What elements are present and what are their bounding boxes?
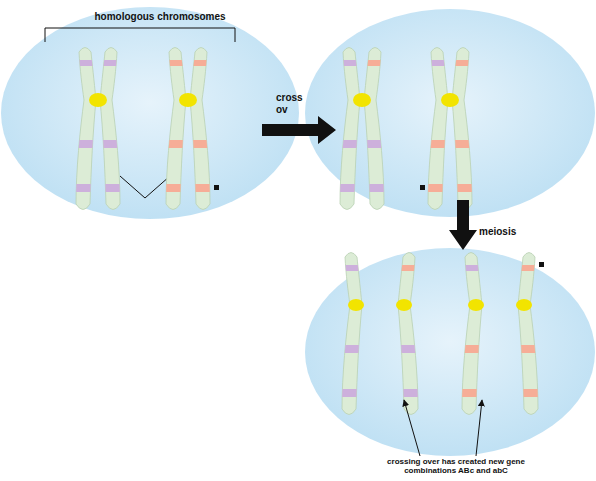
- cell: [1, 7, 299, 219]
- chromatid: [368, 253, 428, 415]
- step-label: cross ov: [276, 92, 312, 115]
- group-label: homologous chromosomes: [55, 11, 265, 23]
- process-arrow: [449, 200, 477, 250]
- bracket: [45, 28, 235, 42]
- gene-band: [334, 60, 394, 66]
- cell: [305, 9, 595, 217]
- crossover-pointer: [120, 176, 170, 198]
- gene-band: [332, 389, 392, 397]
- chromatid: [332, 253, 392, 415]
- chromatid: [70, 48, 130, 210]
- gene-band: [488, 389, 548, 397]
- gene-band: [452, 265, 512, 271]
- chromatid: [334, 48, 394, 210]
- gene-band: [334, 184, 394, 192]
- centromere: [396, 299, 412, 311]
- gene-band: [422, 140, 482, 148]
- gene-band: [422, 60, 482, 66]
- gene-band: [452, 345, 512, 353]
- gene-band: [332, 345, 392, 353]
- centromere: [441, 93, 459, 107]
- centromere: [89, 93, 107, 107]
- gene-marker: [420, 185, 425, 190]
- gene-band: [156, 60, 216, 66]
- chromatid: [452, 253, 512, 415]
- centromere: [179, 93, 197, 107]
- gene-band: [368, 265, 428, 271]
- chromatid: [160, 48, 220, 210]
- gene-band: [332, 265, 392, 271]
- centromere: [348, 299, 364, 311]
- centromere: [468, 299, 484, 311]
- gene-band: [70, 184, 130, 192]
- gene-band: [160, 60, 220, 66]
- gene-band: [422, 184, 482, 192]
- gene-band: [488, 345, 548, 353]
- gene-marker: [539, 262, 544, 267]
- gene-band: [418, 60, 478, 66]
- gene-band: [368, 389, 428, 397]
- gene-band: [160, 184, 220, 192]
- gene-band: [66, 60, 126, 66]
- centromere: [353, 93, 371, 107]
- gene-band: [70, 60, 130, 66]
- caption-note: crossing over has created new gene combi…: [366, 457, 546, 475]
- cell: [305, 248, 595, 456]
- process-arrow: [262, 116, 336, 144]
- gene-band: [330, 60, 390, 66]
- gene-marker: [214, 185, 219, 190]
- chromatid: [422, 48, 482, 210]
- gene-band: [160, 140, 220, 148]
- gene-band: [334, 140, 394, 148]
- leader-arrow: [476, 400, 482, 456]
- gene-band: [70, 140, 130, 148]
- gene-band: [368, 345, 428, 353]
- leader-arrow: [404, 400, 420, 456]
- gene-band: [452, 389, 512, 397]
- centromere: [516, 299, 532, 311]
- step-label: meiosis: [479, 226, 559, 238]
- chromatid: [488, 253, 548, 415]
